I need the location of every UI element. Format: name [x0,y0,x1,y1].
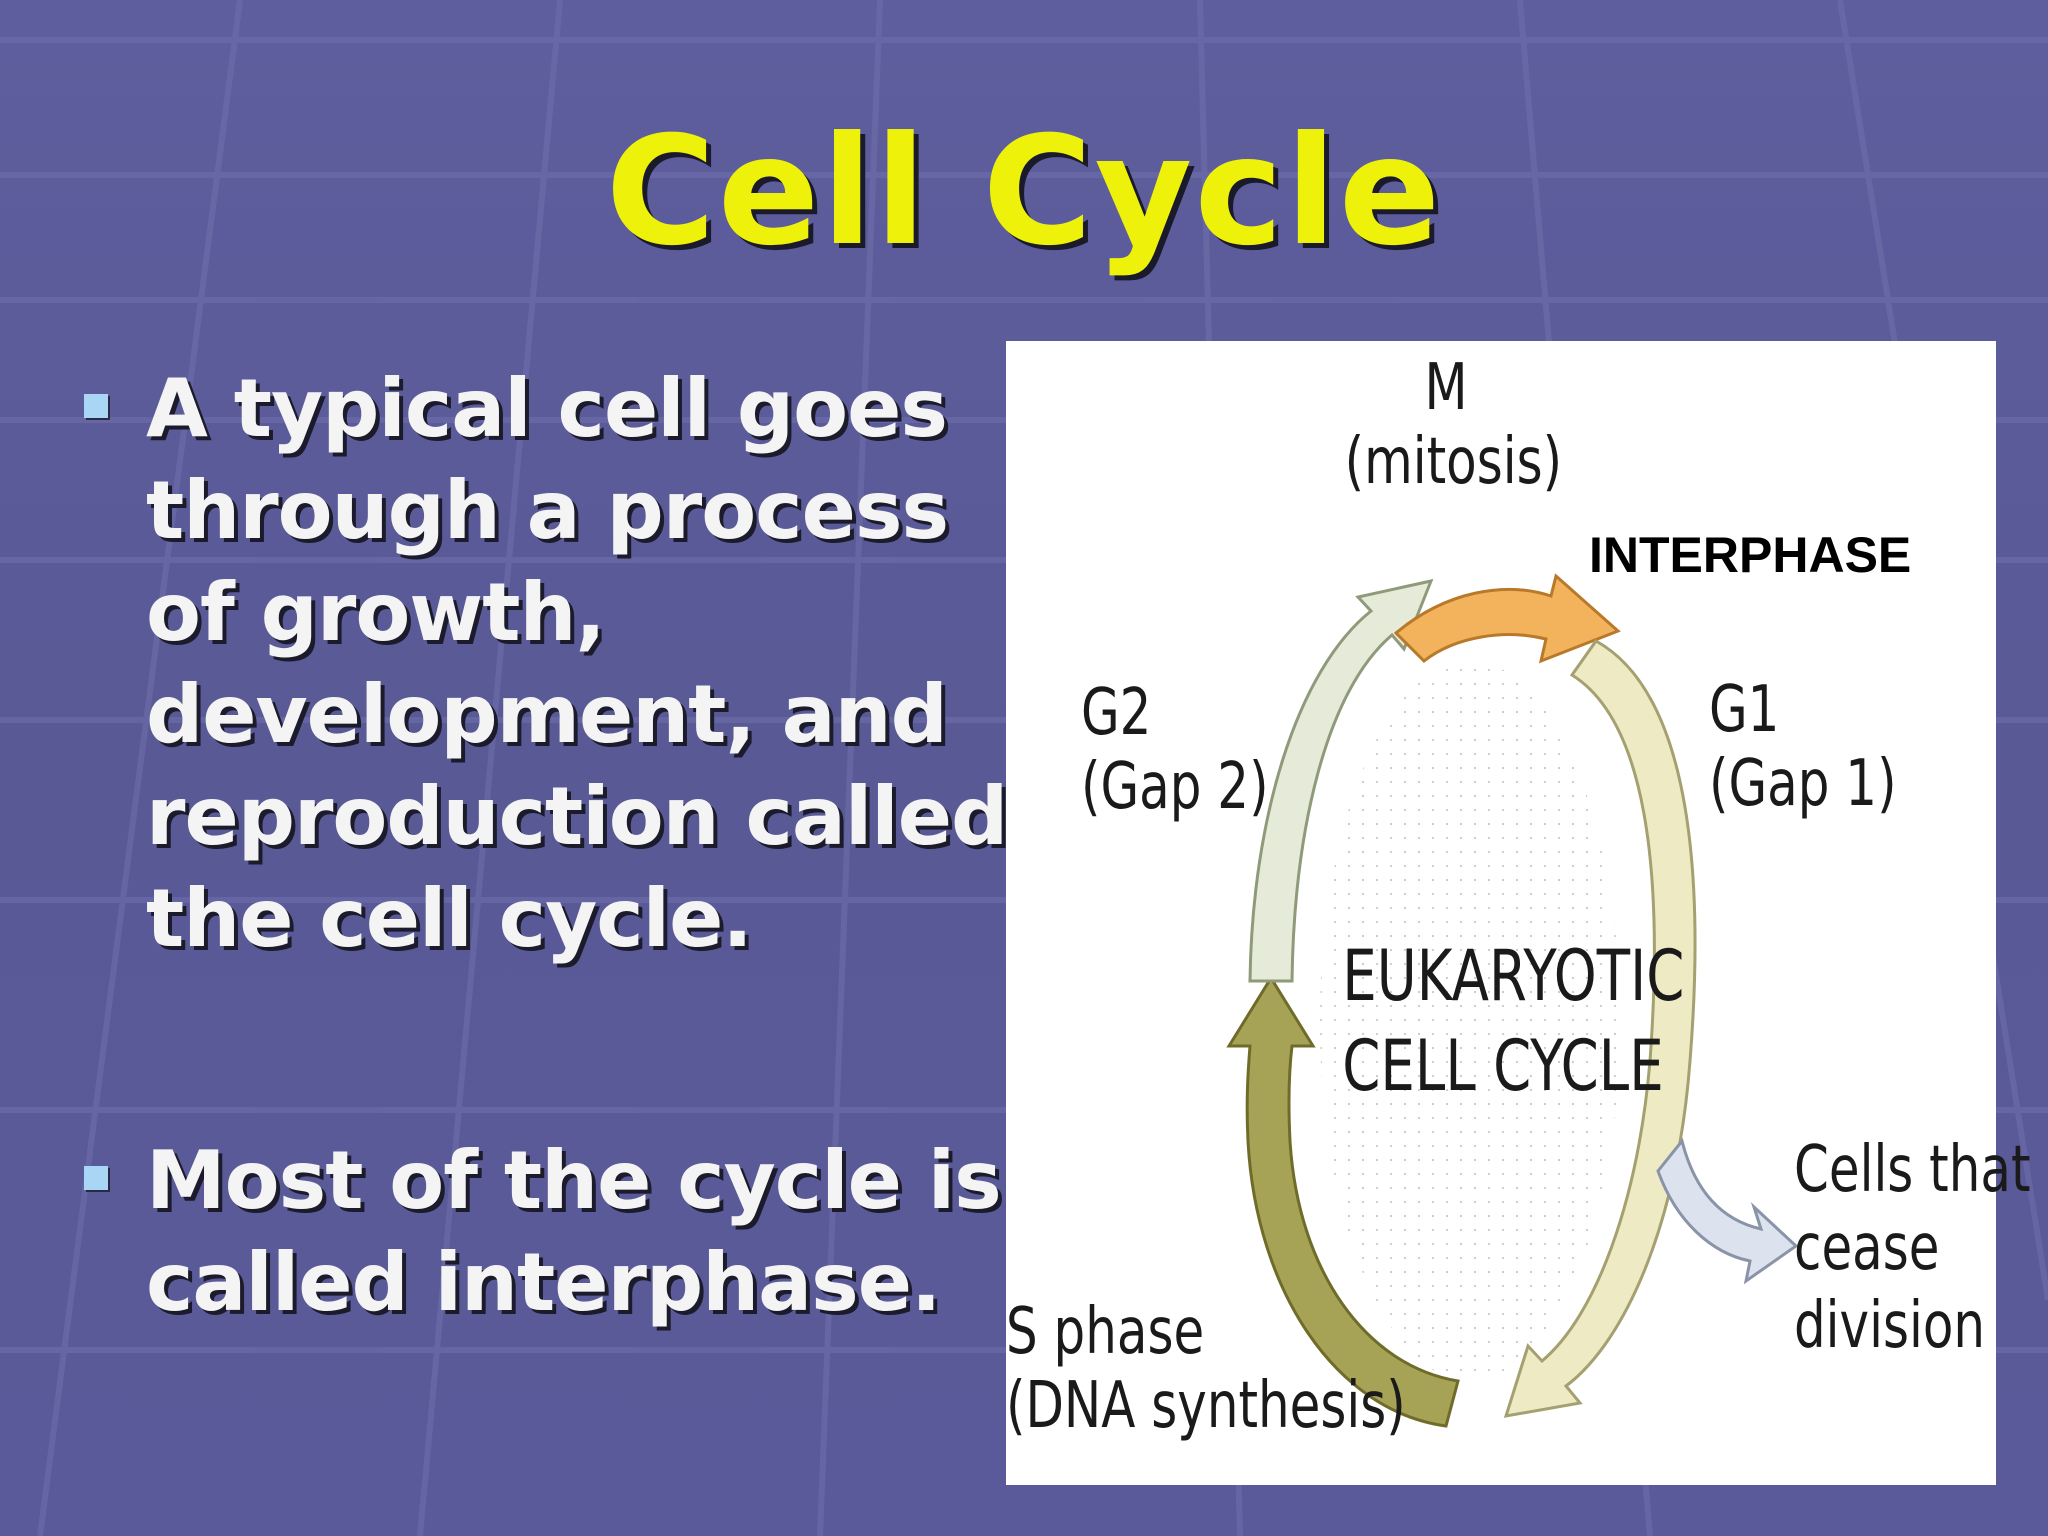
cycle-interior-dots [1320,661,1620,1381]
s-phase-subtitle: (DNA synthesis) [1006,1369,1406,1443]
g1-phase-label: G1 (Gap 1) [1709,673,1897,821]
g1-phase-title: G1 [1709,673,1780,747]
g1-phase-subtitle: (Gap 1) [1709,747,1897,821]
g1-phase-arrow [1503,639,1697,1418]
s-phase-arrow [1226,975,1460,1428]
bullet-text: Most of the cycle is called interphase. [146,1134,1002,1329]
exit-label-line: division [1794,1289,1986,1363]
s-phase-label: S phase (DNA synthesis) [1006,1295,1406,1443]
s-phase-title: S phase [1006,1295,1205,1369]
g2-phase-subtitle: (Gap 2) [1081,750,1269,824]
bullet-list: A typical cell goes through a process of… [80,358,1010,1334]
bullet-item: Most of the cycle is called interphase. [80,1130,1010,1334]
center-label-line: CELL CYCLE [1342,1025,1664,1107]
bullet-item: A typical cell goes through a process of… [80,358,1010,970]
center-label-line: EUKARYOTIC [1342,935,1685,1017]
g2-phase-title: G2 [1081,676,1152,750]
m-phase-title: M [1424,351,1468,425]
exit-label: Cells that cease division [1794,1131,2031,1365]
m-phase-label: M (mitosis) [1344,351,1563,499]
square-bullet-icon [84,394,108,418]
m-phase-arrow [1393,573,1621,664]
slide-title: Cell Cycle [605,105,1443,279]
bullet-text: A typical cell goes through a process of… [146,362,1008,965]
center-label: EUKARYOTIC CELL CYCLE [1342,931,1685,1111]
exit-label-line: cease [1794,1211,1940,1285]
exit-label-line: Cells that [1794,1133,2031,1207]
interphase-label: INTERPHASE [1589,527,1912,583]
square-bullet-icon [84,1166,108,1190]
exit-arrow [1656,1137,1799,1285]
g2-phase-arrow [1248,578,1434,983]
m-phase-subtitle: (mitosis) [1344,425,1563,499]
cell-cycle-diagram: M (mitosis) INTERPHASE G2 (Gap 2) G1 (Ga… [1006,341,2031,1485]
g2-phase-label: G2 (Gap 2) [1081,676,1269,824]
